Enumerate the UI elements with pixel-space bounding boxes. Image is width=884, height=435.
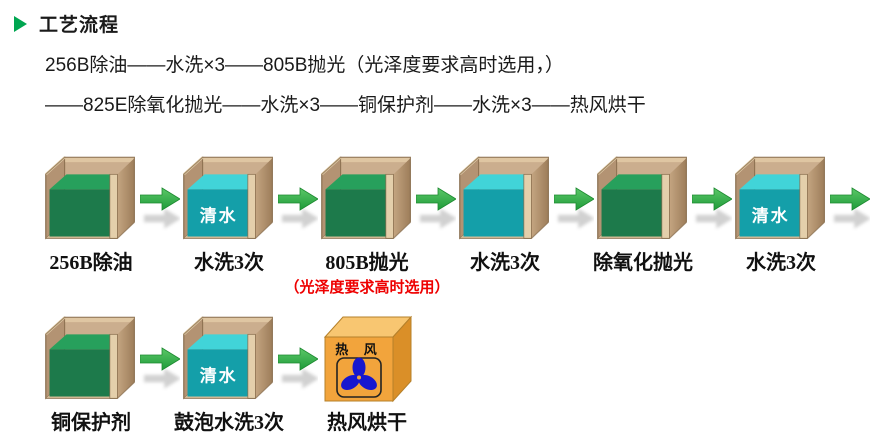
flow-arrow-icon: [140, 187, 180, 229]
station-row1-5: 除氧化抛光: [593, 147, 693, 275]
tank-box-icon: [44, 316, 135, 400]
station-row2-1: 铜保护剂: [42, 307, 140, 435]
triangle-right-icon: [14, 15, 27, 32]
flow-arrow-icon: [416, 187, 456, 229]
page-title: 工艺流程: [39, 15, 120, 36]
flow-arrow: [554, 181, 594, 231]
flow-arrow-icon: [278, 187, 318, 229]
station-row1-3: 805B抛光 （光泽度要求高时选用）: [284, 147, 450, 297]
station-label: 水洗3次: [746, 252, 816, 274]
station-row1-1: 256B除油: [42, 147, 140, 275]
tank-box: [42, 147, 140, 245]
station-row2-3: 热 风热风烘干: [318, 307, 416, 435]
header: 工艺流程: [0, 0, 884, 37]
flow-row-1: 256B除油 清水水洗3次 805B抛光 （光泽度要求高时选用） 水洗3次 除氧化抛光 清水…: [42, 147, 884, 297]
tank-box: [594, 147, 692, 245]
dryer-box: 热 风: [321, 307, 413, 405]
tank-box-icon: [458, 156, 549, 240]
dryer-box-icon: 热 风: [323, 315, 413, 403]
tank-box: 清水: [732, 147, 830, 245]
station-label: 水洗3次: [470, 252, 540, 274]
flow-arrow: [140, 181, 180, 231]
flow-arrow: [140, 341, 180, 391]
flow-row-2: 铜保护剂清水鼓泡水洗3次热 风热风烘干: [42, 307, 884, 435]
flow-arrow: [416, 181, 456, 231]
station-label: 水洗3次: [194, 252, 264, 274]
tank-box-icon: 清水: [182, 156, 273, 240]
flow-arrow: [278, 341, 318, 391]
station-note: （光泽度要求高时选用）: [284, 280, 450, 296]
station-row2-2: 清水鼓泡水洗3次: [174, 307, 284, 435]
tank-box-icon: [596, 156, 687, 240]
process-text-line-1: 256B除油——水洗×3——805B抛光（光泽度要求高时选用，）: [45, 55, 564, 76]
liquid-label: 清水: [752, 205, 790, 225]
station-row1-2: 清水水洗3次: [180, 147, 278, 275]
liquid-label: 清水: [200, 365, 238, 385]
tank-box: [42, 307, 140, 405]
station-row1-4: 水洗3次: [456, 147, 554, 275]
flow-arrow-icon: [830, 187, 870, 229]
station-label: 805B抛光: [325, 252, 409, 274]
flow-arrow-icon: [554, 187, 594, 229]
flow-arrow-icon: [140, 347, 180, 389]
station-label: 鼓泡水洗3次: [174, 412, 284, 434]
tank-box: 清水: [180, 307, 278, 405]
flow-arrow-icon: [278, 347, 318, 389]
flow-arrow-icon: [692, 187, 732, 229]
dryer-box-label: 热 风: [335, 342, 383, 357]
station-row1-6: 清水水洗3次: [732, 147, 830, 275]
station-label: 热风烘干: [327, 412, 407, 434]
flow-arrow: [830, 181, 870, 231]
fan-icon: [341, 357, 377, 391]
tank-box-icon: 清水: [734, 156, 825, 240]
process-text-line-2: ——825E除氧化抛光——水洗×3——铜保护剂——水洗×3——热风烘干: [45, 95, 646, 116]
station-label: 除氧化抛光: [593, 252, 693, 274]
tank-box: 清水: [180, 147, 278, 245]
station-label: 256B除油: [49, 252, 133, 274]
liquid-label: 清水: [200, 205, 238, 225]
tank-box: [456, 147, 554, 245]
tank-box-icon: [44, 156, 135, 240]
flow-arrow: [278, 181, 318, 231]
tank-box-icon: 清水: [182, 316, 273, 400]
tank-box-icon: [320, 156, 411, 240]
tank-box: [318, 147, 416, 245]
flow-arrow: [692, 181, 732, 231]
station-label: 铜保护剂: [51, 412, 131, 434]
